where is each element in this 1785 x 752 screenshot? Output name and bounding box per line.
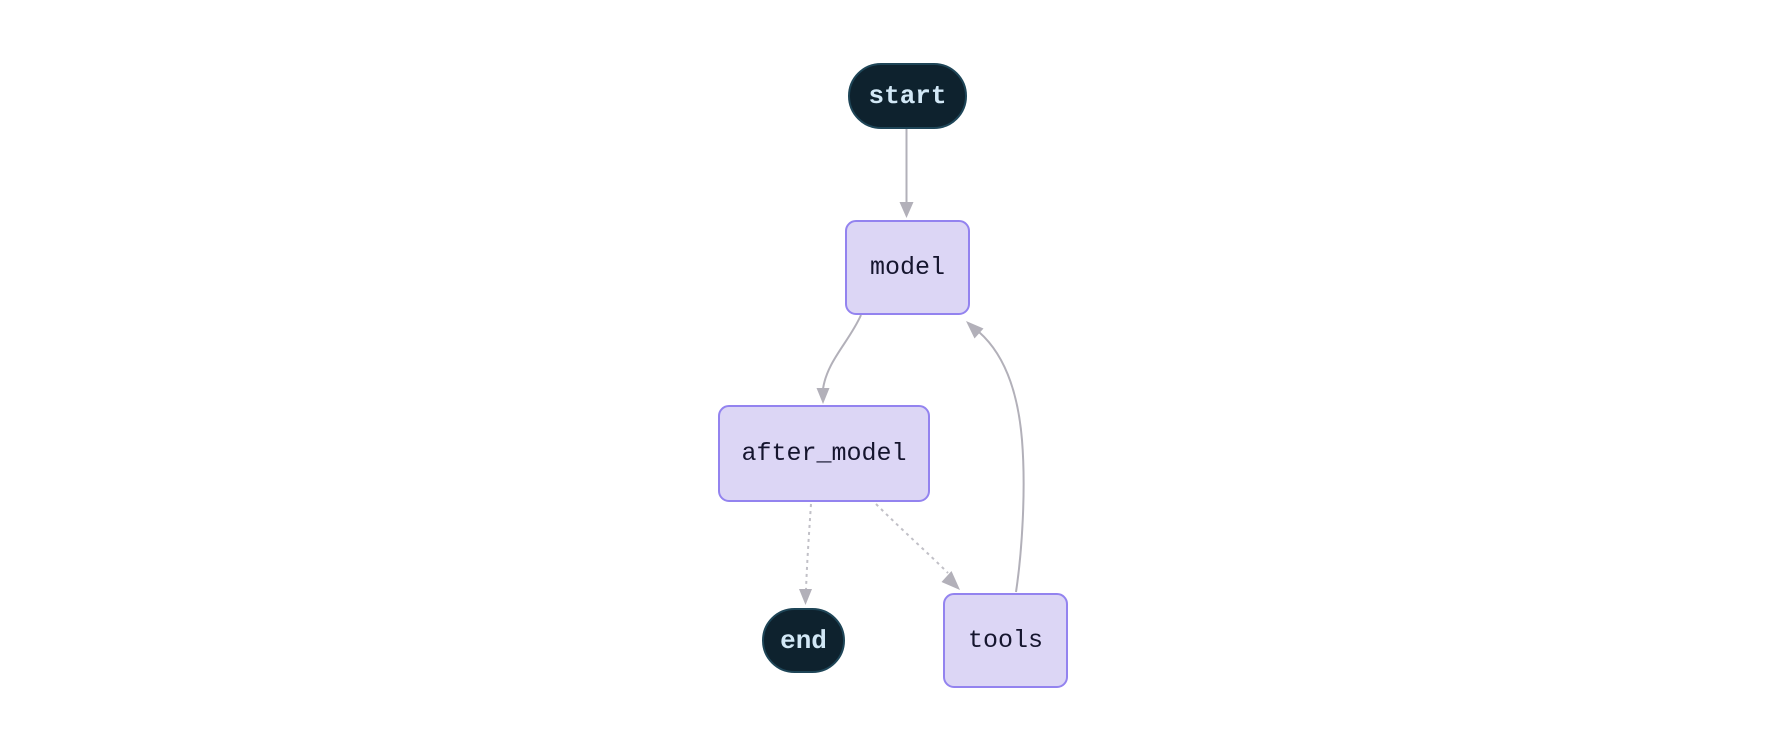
node-model-label: model xyxy=(869,253,945,282)
edge-tools-model-arrowhead xyxy=(966,321,984,339)
edge-after-model-end-arrowhead xyxy=(799,589,812,605)
node-after-model-label: after_model xyxy=(741,439,907,468)
node-tools: tools xyxy=(943,593,1068,688)
edge-start-model-arrowhead xyxy=(899,202,914,218)
node-end: end xyxy=(762,608,845,673)
edge-tools-model xyxy=(978,331,1025,593)
edge-model-after-model xyxy=(822,314,862,390)
node-model: model xyxy=(845,220,970,315)
node-start-label: start xyxy=(868,81,947,111)
node-end-label: end xyxy=(780,625,827,656)
edge-after-model-tools-arrowhead xyxy=(941,571,960,590)
node-tools-label: tools xyxy=(967,626,1043,655)
edge-after-model-end xyxy=(805,503,812,591)
node-start: start xyxy=(848,63,967,129)
edge-model-after-model-arrowhead xyxy=(816,388,830,404)
edge-after-model-tools xyxy=(875,503,949,574)
node-after-model: after_model xyxy=(718,405,930,502)
